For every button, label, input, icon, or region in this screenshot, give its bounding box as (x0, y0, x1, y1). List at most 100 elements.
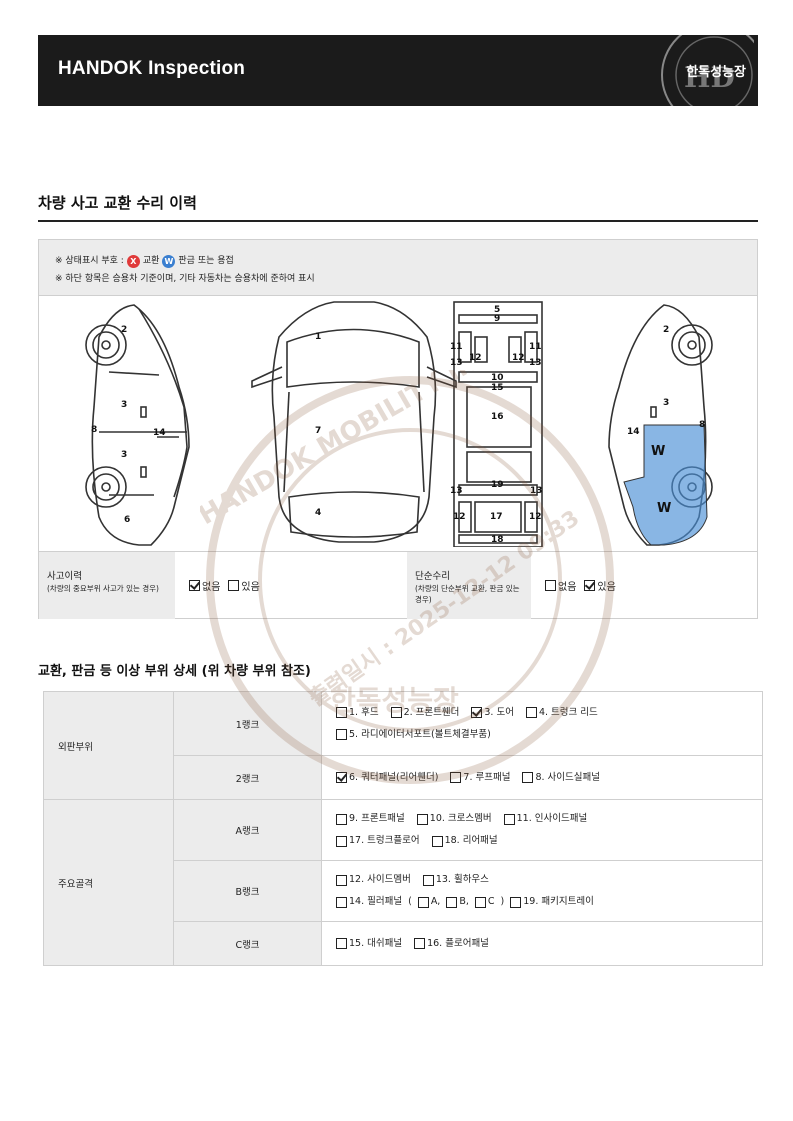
left-num-2: 2 (121, 325, 127, 335)
detail-table: 외판부위 1랭크 1. 후드 2. 프론트휀더 3. 도어 4. 트렁크 리드 … (43, 691, 763, 966)
accident-yes-checkbox[interactable] (228, 580, 240, 591)
legend-prefix: ※ 상태표시 부호 : (55, 256, 124, 266)
rank-a-items: 9. 프론트패널 10. 크로스멤버 11. 인사이드패널 17. 트렁크플로어… (321, 799, 763, 861)
exchange-x-icon: X (126, 254, 140, 268)
accident-options: 없음 있음 (189, 578, 260, 593)
page-header: HANDOK Inspection HD 한독성능장 (38, 35, 758, 106)
simple-yes-option[interactable]: 있음 (584, 578, 616, 593)
item-16-checkbox[interactable] (414, 938, 426, 949)
item-15-option[interactable]: 15. 대쉬패널 (336, 933, 402, 955)
item-2-checkbox[interactable] (390, 707, 402, 718)
accident-history-label-cell: 사고이력 (차량의 중요부위 사고가 있는 경우) (39, 552, 175, 619)
item-16-label: 16. 플로어패널 (427, 937, 489, 949)
item-14-checkbox[interactable] (336, 896, 347, 908)
item-16-option[interactable]: 16. 플로어패널 (414, 933, 489, 955)
simple-yes-checkbox[interactable] (584, 580, 596, 591)
pillar-b-checkbox[interactable] (446, 896, 458, 908)
item-10-label: 10. 크로스멤버 (429, 813, 492, 824)
frame-num-12b: 12 (512, 353, 525, 363)
item-9-option[interactable]: 9. 프론트패널 (336, 808, 405, 830)
item-4-label: 4. 트렁크 리드 (538, 706, 598, 718)
item-7-option[interactable]: 7. 루프패널 (450, 767, 510, 789)
item-10-checkbox[interactable] (416, 813, 428, 825)
vehicle-diagram: 2 3 8 14 3 6 1 7 4 5 9 11 11 12 12 13 13… (85, 301, 713, 547)
logo-text: 한독성능장 (686, 65, 746, 80)
frame-num-10: 10 (491, 373, 504, 383)
item-19-label: 19. 패키지트레이 (523, 896, 594, 907)
item-12-checkbox[interactable] (336, 874, 347, 886)
company-seal-logo: HD 한독성능장 (654, 35, 754, 106)
top-num-1: 1 (315, 332, 321, 342)
item-6-checkbox[interactable] (336, 772, 347, 783)
rank-1-items: 1. 후드 2. 프론트휀더 3. 도어 4. 트렁크 리드 5. 라디에이터서… (321, 691, 763, 756)
item-1-option[interactable]: 1. 후드 (336, 702, 379, 724)
item-13-label: 13. 휠하우스 (435, 874, 489, 885)
item-14-option[interactable]: 14. 필러패널 (336, 891, 402, 913)
item-11-checkbox[interactable] (503, 813, 515, 825)
accident-history-sub: (차량의 중요부위 사고가 있는 경우) (47, 584, 159, 593)
item-19-option[interactable]: 19. 패키지트레이 (510, 891, 594, 913)
item-18-checkbox[interactable] (431, 835, 443, 847)
item-17-option[interactable]: 17. 트렁크플로어 (336, 830, 420, 852)
simple-none-checkbox[interactable] (545, 580, 556, 591)
rank-a-label: A랭크 (173, 799, 322, 861)
detail-title: 교환, 판금 등 이상 부위 상세 (위 차량 부위 참조) (38, 664, 311, 679)
pillar-a-checkbox[interactable] (417, 896, 429, 908)
item-12-option[interactable]: 12. 사이드멤버 (336, 869, 411, 891)
item-2-option[interactable]: 2. 프론트휀더 (390, 702, 460, 724)
outer-panel-label: 외판부위 (43, 691, 174, 800)
rank-b-label: B랭크 (173, 860, 322, 922)
right-num-2: 2 (663, 325, 669, 335)
item-15-checkbox[interactable] (336, 938, 347, 949)
accident-none-checkbox[interactable] (189, 580, 200, 591)
top-view (251, 301, 457, 543)
item-4-checkbox[interactable] (525, 707, 537, 718)
weld-mark-2: W (657, 501, 671, 516)
item-9-checkbox[interactable] (336, 813, 347, 825)
item-18-option[interactable]: 18. 리어패널 (431, 830, 498, 852)
frame-num-15: 15 (491, 383, 504, 393)
item-12-label: 12. 사이드멤버 (349, 874, 411, 885)
item-1-checkbox[interactable] (336, 707, 347, 718)
item-5-option[interactable]: 5. 라디에이터서포트(볼트체결부품) (336, 724, 491, 746)
simple-none-option[interactable]: 없음 (545, 578, 576, 593)
simple-repair-label-cell: 단순수리 (차량의 단순부위 교환, 판금 있는 경우) (407, 552, 531, 619)
item-13-checkbox[interactable] (422, 874, 434, 886)
frame-num-12a: 12 (469, 353, 482, 363)
table-row: 주요골격 A랭크 9. 프론트패널 10. 크로스멤버 11. 인사이드패널 1… (43, 799, 763, 966)
paren-close: ) (500, 896, 505, 907)
pillar-b-option[interactable]: B, (446, 891, 469, 913)
item-8-checkbox[interactable] (522, 772, 534, 783)
top-num-4: 4 (315, 508, 321, 518)
header-title: HANDOK Inspection (58, 58, 246, 79)
pillar-c-option[interactable]: C (474, 891, 495, 913)
item-11-option[interactable]: 11. 인사이드패널 (503, 808, 588, 830)
item-4-option[interactable]: 4. 트렁크 리드 (525, 702, 598, 724)
item-8-option[interactable]: 8. 사이드실패널 (522, 767, 600, 789)
item-10-option[interactable]: 10. 크로스멤버 (416, 808, 492, 830)
pillar-c-checkbox[interactable] (474, 896, 486, 908)
table-row: 외판부위 1랭크 1. 후드 2. 프론트휀더 3. 도어 4. 트렁크 리드 … (43, 691, 763, 800)
item-6-option[interactable]: 6. 쿼터패널(리어휀더) (336, 767, 438, 789)
status-row: 사고이력 (차량의 중요부위 사고가 있는 경우) 없음 있음 단순수리 (차량… (39, 551, 757, 619)
item-2-label: 2. 프론트휀더 (403, 706, 460, 718)
pillar-a-option[interactable]: A, (417, 891, 440, 913)
rank-b-items: 12. 사이드멤버 13. 휠하우스 14. 필러패널 ( A, B, C ) … (321, 860, 763, 922)
item-7-checkbox[interactable] (450, 772, 462, 783)
frame-num-17: 17 (490, 512, 503, 522)
item-13-option[interactable]: 13. 휠하우스 (422, 869, 489, 891)
accident-none-option[interactable]: 없음 (189, 578, 220, 593)
item-5-checkbox[interactable] (336, 729, 347, 740)
weld-w-icon: W (162, 254, 176, 268)
frame-num-11a: 11 (450, 342, 463, 352)
item-3-option[interactable]: 3. 도어 (471, 702, 514, 724)
frame-num-13a: 13 (450, 358, 463, 368)
accident-yes-option[interactable]: 있음 (228, 578, 260, 593)
item-19-checkbox[interactable] (510, 896, 522, 908)
simple-repair-sub: (차량의 단순부위 교환, 판금 있는 경우) (415, 584, 520, 604)
item-11-label: 11. 인사이드패널 (516, 813, 588, 824)
item-17-checkbox[interactable] (336, 835, 347, 847)
table-row: B랭크 12. 사이드멤버 13. 휠하우스 14. 필러패널 ( A, B, … (44, 860, 763, 922)
item-3-checkbox[interactable] (471, 707, 483, 718)
frame-num-11b: 11 (529, 342, 542, 352)
